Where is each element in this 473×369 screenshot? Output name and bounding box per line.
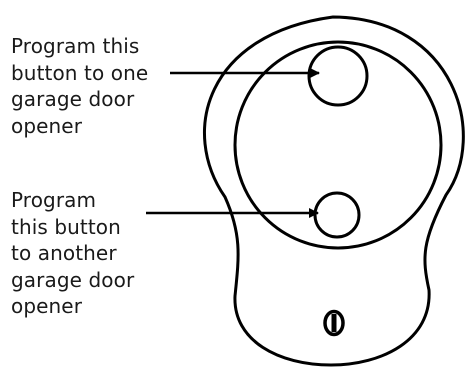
- remote-button-bottom[interactable]: [315, 193, 359, 237]
- callout-line: opener: [11, 113, 148, 140]
- callout-line: Program this: [11, 33, 148, 60]
- callout-line: garage door: [11, 86, 148, 113]
- callout-line: opener: [11, 293, 134, 320]
- callout-text-bottom-button: Program this button to another garage do…: [11, 187, 134, 320]
- callout-line: garage door: [11, 267, 134, 294]
- callout-text-top-button: Program this button to one garage door o…: [11, 33, 148, 139]
- keyring-hole: [325, 312, 343, 335]
- callout-line: this button: [11, 214, 134, 241]
- callout-line: to another: [11, 240, 134, 267]
- callout-line: button to one: [11, 60, 148, 87]
- remote-button-top[interactable]: [309, 47, 367, 105]
- callout-line: Program: [11, 187, 134, 214]
